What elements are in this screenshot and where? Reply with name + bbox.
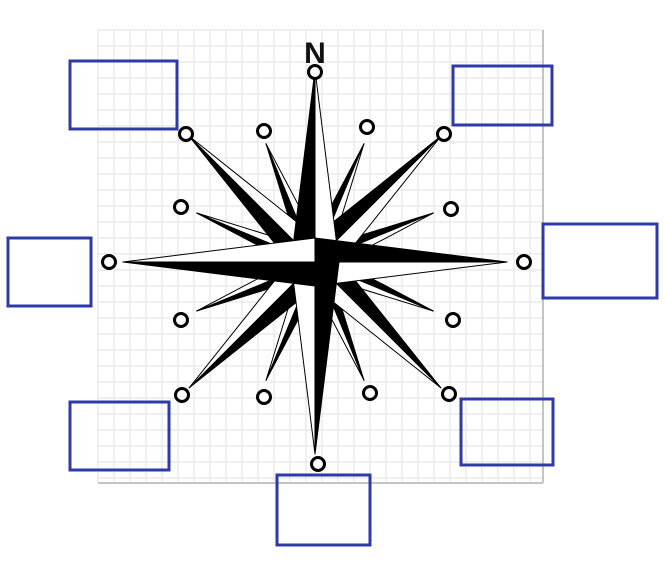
answer-box-northeast[interactable] [451, 64, 554, 127]
answer-box-south[interactable] [275, 473, 372, 547]
point-marker-circle[interactable] [173, 199, 189, 215]
compass-rose [122, 69, 508, 455]
point-marker-circle[interactable] [173, 312, 189, 328]
north-label: N [304, 37, 326, 70]
cardinal-point-dark-half [122, 261, 316, 287]
point-marker-circle[interactable] [436, 126, 452, 142]
answer-box-northwest[interactable] [68, 59, 179, 131]
point-marker-circle[interactable] [256, 389, 272, 405]
answer-box-west[interactable] [6, 236, 93, 308]
cardinal-point-dark-half [290, 69, 316, 263]
cardinal-point-light-half [122, 237, 316, 263]
answer-box-southeast[interactable] [459, 397, 555, 467]
cardinal-point-dark-half [314, 261, 340, 455]
point-marker-circle[interactable] [178, 126, 194, 142]
answer-box-east[interactable] [541, 222, 659, 300]
point-marker-circle[interactable] [307, 64, 323, 80]
point-marker-circle[interactable] [516, 254, 532, 270]
point-marker-circle[interactable] [101, 254, 117, 270]
answer-box-southwest[interactable] [68, 400, 171, 472]
cardinal-point-light-half [314, 69, 340, 263]
cardinal-point-dark-half [314, 237, 508, 263]
point-marker-circle[interactable] [256, 123, 272, 139]
point-marker-circle[interactable] [174, 387, 190, 403]
cardinal-point-light-half [314, 261, 508, 287]
point-marker-circle[interactable] [441, 386, 457, 402]
point-marker-circle[interactable] [443, 201, 459, 217]
point-marker-circle[interactable] [362, 385, 378, 401]
point-marker-circle[interactable] [445, 312, 461, 328]
point-markers [101, 64, 532, 472]
point-marker-circle[interactable] [310, 456, 326, 472]
cardinal-point-light-half [290, 261, 316, 455]
point-marker-circle[interactable] [359, 119, 375, 135]
answer-boxes [6, 59, 659, 547]
